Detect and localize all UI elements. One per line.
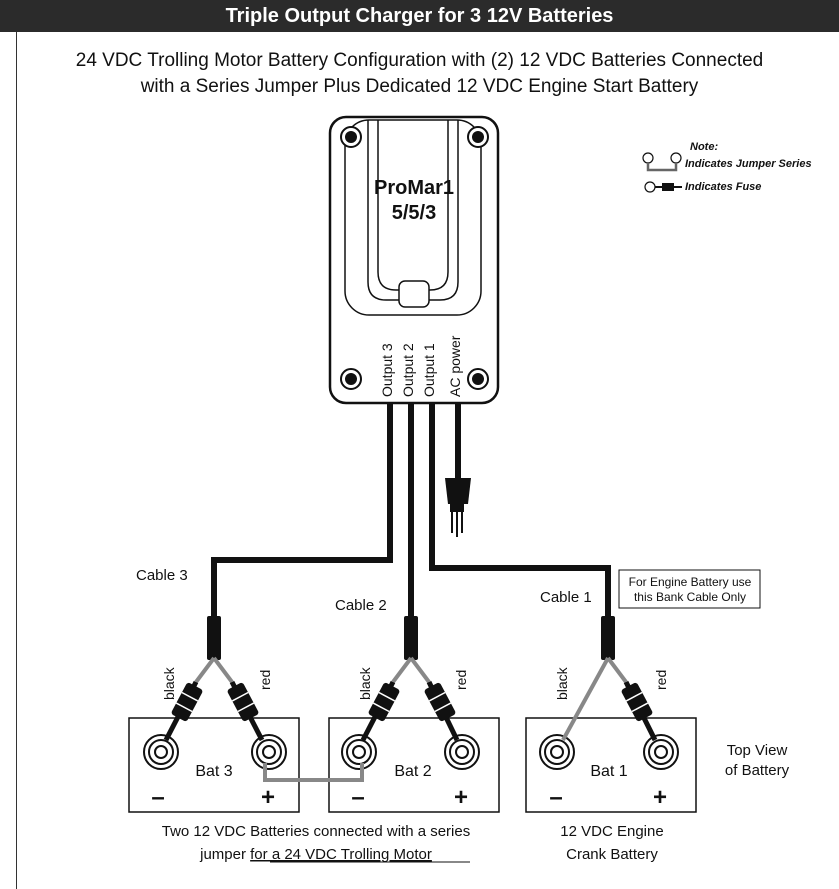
caption-right-line-1: 12 VDC Engine bbox=[560, 823, 663, 840]
charger-name: ProMar1 bbox=[374, 177, 454, 199]
engine-note-line-2: this Bank Cable Only bbox=[634, 590, 746, 604]
cable-1-leads bbox=[561, 616, 658, 742]
cable-2-label: Cable 2 bbox=[335, 597, 387, 614]
frame-left-border bbox=[16, 32, 17, 889]
port-label-output-1: Output 1 bbox=[421, 343, 437, 397]
port-label-ac-power: AC power bbox=[447, 335, 463, 397]
top-view-line-2: of Battery bbox=[725, 762, 790, 779]
fuse-icon bbox=[422, 681, 458, 723]
battery-3: Bat 3 – + bbox=[128, 717, 300, 813]
ac-power-cord bbox=[445, 403, 471, 537]
mount-screw bbox=[467, 368, 489, 390]
battery-1: Bat 1 – + bbox=[525, 717, 697, 813]
battery-1-negative: – bbox=[549, 784, 562, 811]
cable-1-wire bbox=[429, 403, 611, 618]
bat2-pos-terminal-icon bbox=[444, 734, 480, 770]
battery-3-positive: + bbox=[261, 784, 275, 811]
bat1-neg-terminal-icon bbox=[539, 734, 575, 770]
bat2-red-label: red bbox=[453, 670, 469, 690]
port-label-output-2: Output 2 bbox=[400, 343, 416, 397]
mount-screw bbox=[467, 126, 489, 148]
bat1-red-label: red bbox=[653, 670, 669, 690]
battery-2-negative: – bbox=[351, 784, 364, 811]
legend: Note: Indicates Jumper Series Indicates … bbox=[642, 141, 812, 193]
fuse-symbol-icon bbox=[644, 181, 682, 193]
battery-2: Bat 2 – + bbox=[328, 717, 500, 813]
mount-screw bbox=[340, 368, 362, 390]
legend-fuse-text: Indicates Fuse bbox=[685, 181, 761, 193]
bat3-black-label: black bbox=[161, 666, 177, 700]
top-view-line-1: Top View bbox=[727, 742, 788, 759]
caption-left-line-2b: for a 24 VDC Trolling Motor bbox=[250, 846, 432, 863]
cable-3-leads bbox=[163, 616, 265, 742]
battery-2-label: Bat 2 bbox=[394, 763, 431, 780]
legend-jumper-text: Indicates Jumper Series bbox=[685, 158, 812, 170]
bat1-black-label: black bbox=[554, 666, 570, 700]
legend-note: Note: bbox=[690, 141, 718, 153]
cable-1-label: Cable 1 bbox=[540, 589, 592, 606]
charger-model: 5/5/3 bbox=[392, 202, 436, 224]
caption-left-line-2a: jumper bbox=[199, 846, 250, 863]
cable-2-leads bbox=[360, 616, 460, 742]
bat1-pos-terminal-icon bbox=[643, 734, 679, 770]
bat2-black-label: black bbox=[357, 666, 373, 700]
engine-note-line-1: For Engine Battery use bbox=[629, 575, 752, 589]
bat3-neg-terminal-icon bbox=[143, 734, 179, 770]
jumper-symbol-icon bbox=[642, 152, 682, 172]
bat3-pos-terminal-icon bbox=[251, 734, 287, 770]
port-label-output-3: Output 3 bbox=[379, 343, 395, 397]
battery-3-label: Bat 3 bbox=[195, 763, 232, 780]
caption-left-line-1: Two 12 VDC Batteries connected with a se… bbox=[162, 823, 470, 840]
caption-left-line-2: jumper for a 24 VDC Trolling Motor bbox=[199, 846, 432, 863]
subtitle-line-2: with a Series Jumper Plus Dedicated 12 V… bbox=[140, 76, 699, 97]
fuse-icon bbox=[225, 681, 261, 723]
charger-unit: ProMar1 5/5/3 Output 3 Output 2 Output 1… bbox=[328, 115, 500, 405]
bat3-red-label: red bbox=[257, 670, 273, 690]
mount-screw bbox=[340, 126, 362, 148]
page-title: Triple Output Charger for 3 12V Batterie… bbox=[0, 0, 839, 32]
bat2-neg-terminal-icon bbox=[341, 734, 377, 770]
series-jumper bbox=[263, 763, 364, 782]
caption-right-line-2: Crank Battery bbox=[566, 846, 658, 863]
engine-battery-note: For Engine Battery use this Bank Cable O… bbox=[618, 569, 761, 609]
battery-1-label: Bat 1 bbox=[590, 763, 627, 780]
battery-1-positive: + bbox=[653, 784, 667, 811]
battery-2-positive: + bbox=[454, 784, 468, 811]
fuse-icon bbox=[619, 681, 655, 723]
cable-3-label: Cable 3 bbox=[136, 567, 188, 584]
subtitle-line-1: 24 VDC Trolling Motor Battery Configurat… bbox=[75, 50, 764, 71]
battery-3-negative: – bbox=[151, 784, 164, 811]
cable-3-wire bbox=[211, 403, 393, 618]
